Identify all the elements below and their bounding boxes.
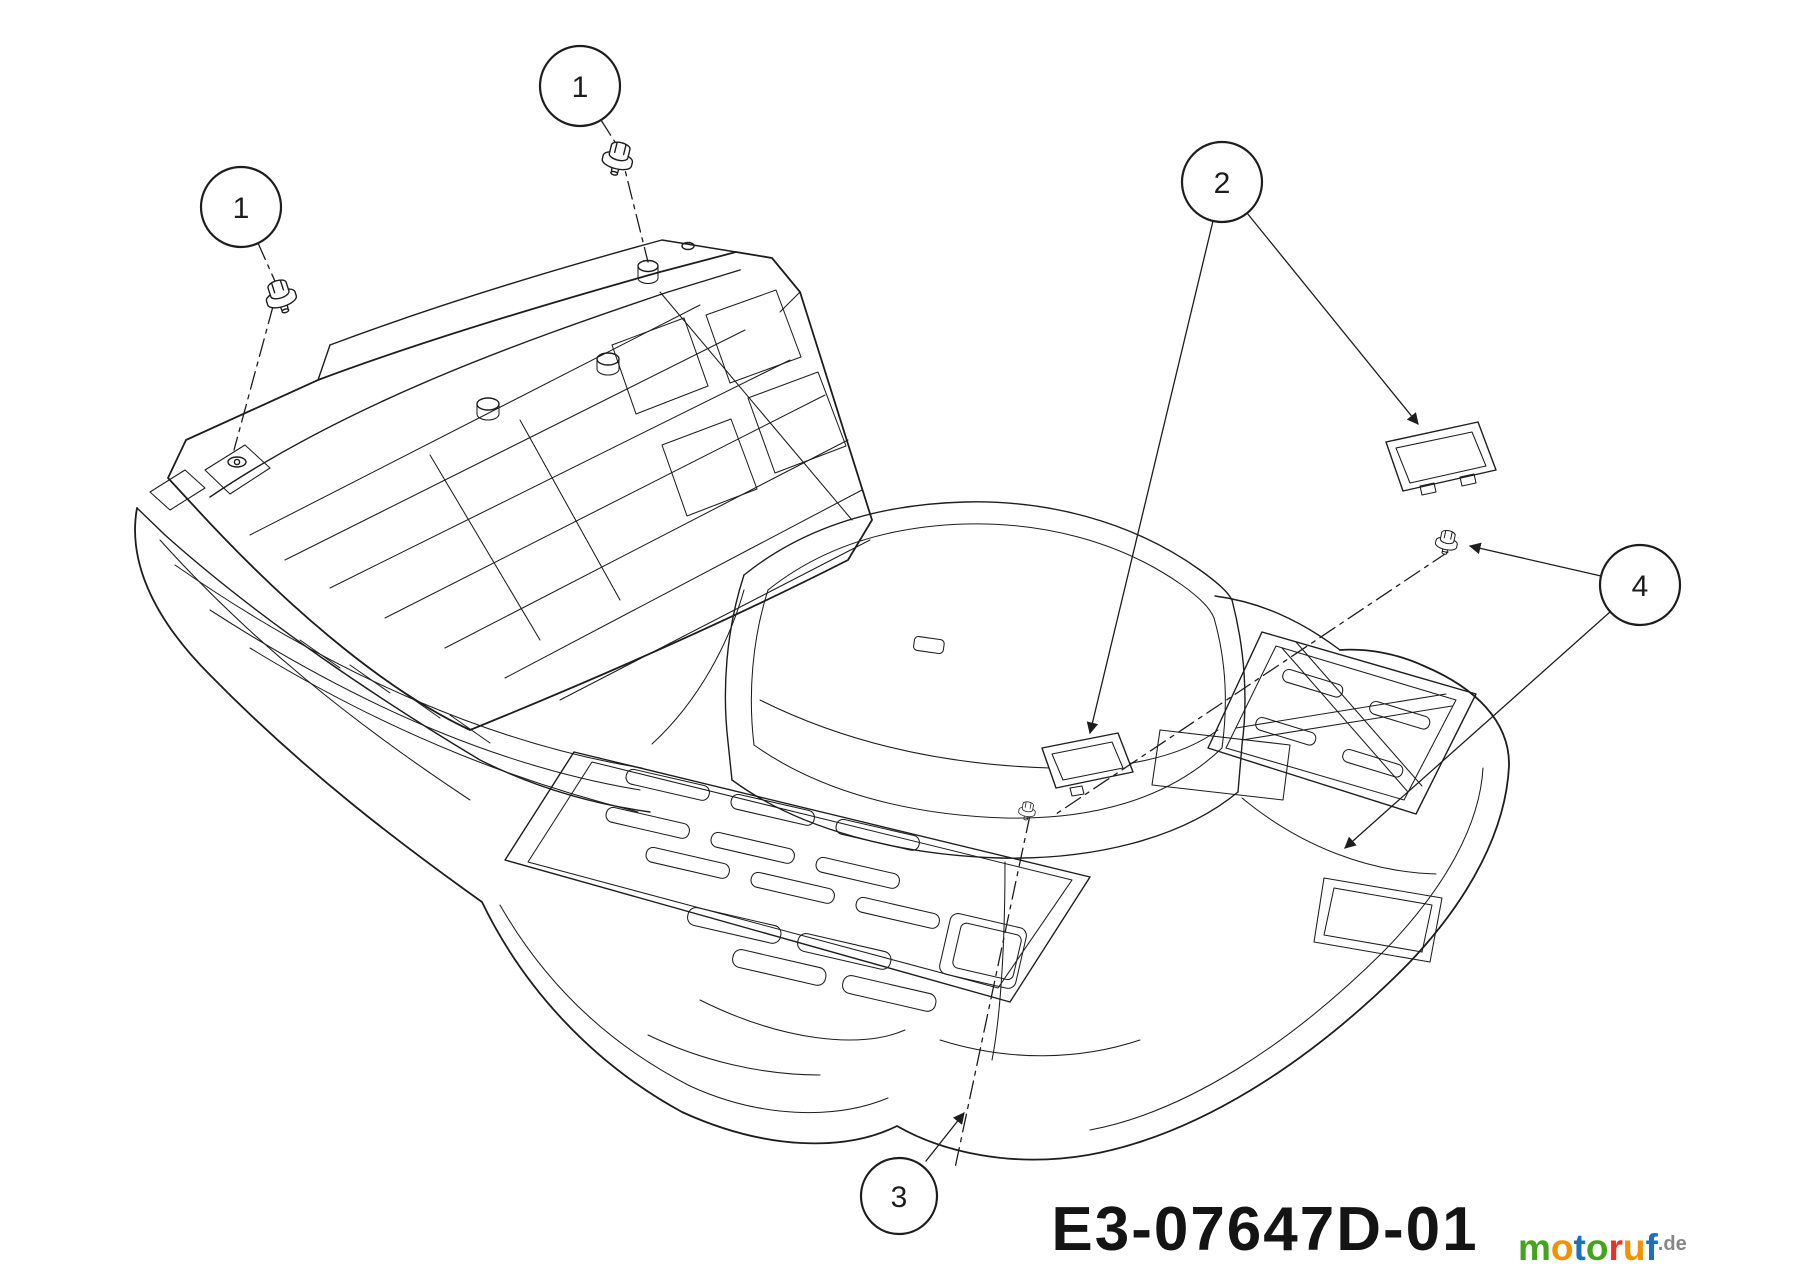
- callout-4: 4: [1598, 543, 1682, 627]
- callout-2: 2: [1180, 140, 1264, 224]
- panel-boss-mid: [596, 352, 620, 376]
- watermark-letter: u: [1623, 1227, 1646, 1268]
- leader-line-4-to-body: [1344, 611, 1611, 849]
- panel-boss-screw1-top: [637, 241, 695, 285]
- rear-pocket: [1313, 877, 1443, 963]
- callout-4-label: 4: [1632, 570, 1649, 603]
- callout-2-label: 2: [1214, 167, 1231, 200]
- cover-plate-detached: [1385, 421, 1497, 496]
- panel-bracket-screw1-left: [149, 444, 271, 511]
- fastener-screw-4: [1433, 528, 1461, 557]
- cover-plate-installed: [1041, 732, 1134, 797]
- watermark-suffix: .de: [1658, 1233, 1687, 1255]
- leader-line-2-to-installed-cover: [1086, 220, 1214, 735]
- callout-1-left-label: 1: [233, 192, 250, 225]
- panel-boss-left: [476, 397, 500, 421]
- watermark-letter: f: [1645, 1227, 1658, 1268]
- main-body-drawing: [134, 501, 1510, 1161]
- callout-1-left: 1: [199, 165, 283, 249]
- callout-1-top: 1: [538, 44, 622, 128]
- center-console: [724, 501, 1291, 859]
- part-code: E3-07647D-01: [1051, 1195, 1478, 1264]
- axis-line-screw1-left: [233, 242, 279, 451]
- watermark-letter: o: [1586, 1227, 1609, 1268]
- leader-line-2-to-detached-cover: [1246, 212, 1419, 425]
- line-art-layer: 1 1 2 3 4: [134, 44, 1682, 1236]
- watermark-letter: m: [1518, 1227, 1551, 1268]
- watermark-letter: t: [1574, 1227, 1586, 1268]
- axis-line-lower: [954, 814, 1031, 1169]
- callout-1-top-label: 1: [572, 71, 589, 104]
- fastener-screw-1-top: [598, 138, 638, 180]
- leader-line-3-to-body: [925, 1112, 965, 1162]
- right-footrest-ribs: [1207, 631, 1477, 815]
- fastener-screw-1-left: [260, 275, 301, 318]
- watermark-letter: o: [1551, 1227, 1574, 1268]
- axis-line-screw1-top: [600, 119, 649, 263]
- left-footrest-slots: [504, 751, 1091, 1012]
- label-layer: E3-07647D-01 motoruf.de: [1051, 1195, 1686, 1268]
- upper-panel-drawing: [149, 239, 873, 731]
- leader-line-4-to-screw: [1468, 542, 1602, 577]
- axis-line-screw4: [1055, 551, 1449, 815]
- watermark-logo: motoruf.de: [1518, 1227, 1687, 1268]
- watermark-letter: r: [1608, 1227, 1622, 1268]
- callout-3: 3: [859, 1156, 939, 1236]
- callout-3-label: 3: [891, 1181, 908, 1214]
